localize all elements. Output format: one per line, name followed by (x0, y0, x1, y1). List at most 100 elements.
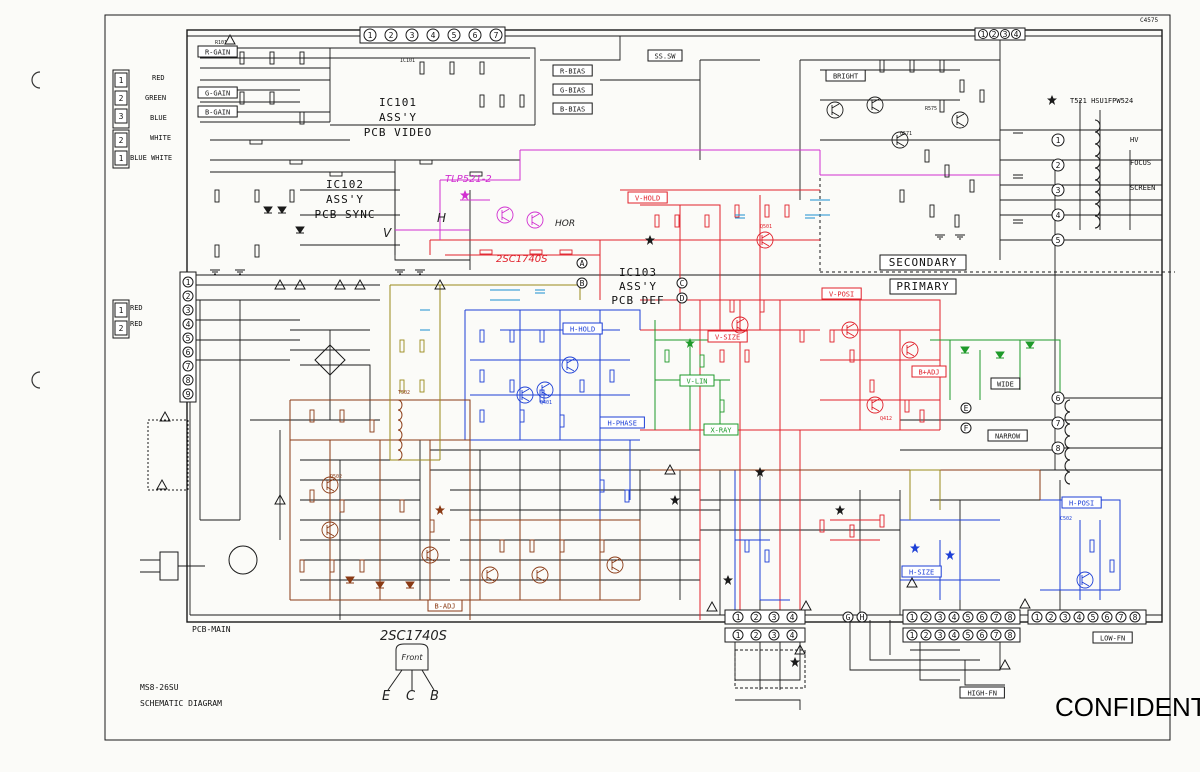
star-mark-icon (945, 550, 955, 560)
diode-icon (263, 206, 273, 214)
diode-icon (277, 206, 287, 214)
boxed-g-gain: G-GAIN (197, 86, 238, 99)
diode-icon (295, 226, 305, 234)
resistor (909, 59, 915, 73)
svg-text:B+ADJ: B+ADJ (918, 369, 939, 377)
resistor (879, 59, 885, 73)
circled-node-F: F (960, 422, 972, 434)
svg-text:2: 2 (119, 136, 124, 145)
resistor (869, 379, 875, 393)
resistor (429, 519, 435, 533)
transistor-icon (516, 386, 534, 404)
resistor (729, 299, 735, 313)
svg-text:H-HOLD: H-HOLD (570, 326, 595, 334)
svg-text:4: 4 (1014, 30, 1019, 39)
resistor (579, 379, 585, 393)
note-tlp: TLP521-2 (445, 174, 492, 185)
svg-text:7: 7 (186, 362, 191, 371)
svg-text:LOW-FN: LOW-FN (1100, 635, 1125, 643)
bottom-c-pin-6: 6 (1101, 611, 1113, 623)
star-mark-icon (670, 495, 680, 505)
bottom-a-pin-2: 2 (750, 611, 762, 623)
bottom-c-pin-8: 8 (1129, 611, 1141, 623)
boxed-h-posi: H-POSI (1061, 496, 1102, 509)
resistor (559, 414, 565, 428)
transistor-icon (826, 101, 844, 119)
resistor (719, 349, 725, 363)
svg-text:2: 2 (924, 613, 929, 622)
capacitor-icon (1013, 129, 1023, 134)
module-video-line1: IC101 (379, 96, 417, 109)
resistor (299, 559, 305, 573)
warning-triangle-icon (274, 493, 286, 505)
transistor-icon (756, 231, 774, 249)
resistor (399, 499, 405, 513)
resistor (849, 349, 855, 363)
transistor-icon (866, 396, 884, 414)
resistor (469, 171, 483, 177)
resistor (339, 409, 345, 423)
svg-text:A: A (580, 259, 585, 268)
part-ref: C502 (1060, 516, 1072, 522)
resistor (979, 89, 985, 103)
diagram-title: SCHEMATIC DIAGRAM (140, 699, 222, 708)
pin-c: C (406, 689, 416, 704)
input-blue: BLUE (150, 114, 167, 122)
transistor-icon (421, 546, 439, 564)
resistor (929, 204, 935, 218)
svg-text:R-BIAS: R-BIAS (560, 68, 585, 76)
hv-labels: HV FOCUS SCREEN T521 HSU1FPW524 C4575 (1070, 17, 1158, 192)
svg-text:4: 4 (952, 613, 957, 622)
bottom-b-pin-4: 4 (948, 611, 960, 623)
resistor (289, 189, 295, 203)
confidential-stamp: CONFIDENTIAL (1055, 692, 1200, 722)
top-pin-2: 2 (384, 28, 398, 42)
transistor-icon (606, 556, 624, 574)
boxed-x-ray: X-RAY (703, 423, 739, 436)
svg-text:B-ADJ: B-ADJ (434, 603, 455, 611)
input-red-2: RED (130, 304, 143, 312)
resistor (609, 369, 615, 383)
svg-text:7: 7 (1119, 613, 1124, 622)
boxed-b-gain: B-GAIN (197, 105, 238, 118)
warning-triangle-icon (156, 478, 168, 490)
right-pin-1: 1 (1051, 133, 1065, 147)
resistor (879, 514, 885, 528)
right-pin-4: 4 (1051, 208, 1065, 222)
svg-text:E: E (964, 404, 969, 413)
resistor (399, 379, 405, 393)
circled-node-D: D (676, 292, 688, 304)
svg-text:5: 5 (452, 31, 457, 40)
resistor (1109, 559, 1115, 573)
resistor (704, 214, 710, 228)
circled-node-B: B (576, 277, 588, 289)
star-mark-icon (755, 467, 765, 477)
bottom-b-pin-6: 6 (976, 611, 988, 623)
boxed-h-hold: H-HOLD (562, 322, 603, 335)
resistor (954, 214, 960, 228)
svg-text:6: 6 (1105, 613, 1110, 622)
svg-text:2: 2 (992, 30, 997, 39)
svg-text:6: 6 (980, 631, 985, 640)
top-pin-4: 4 (426, 28, 440, 42)
left-col-pin-9: 9 (182, 388, 194, 400)
resistor (309, 409, 315, 423)
resistor (899, 189, 905, 203)
right-pin-7: 7 (1051, 416, 1065, 430)
svg-text:H-PHASE: H-PHASE (607, 420, 637, 428)
svg-text:8: 8 (1008, 613, 1013, 622)
resistor (654, 214, 660, 228)
left-col-pin-4: 4 (182, 318, 194, 330)
svg-text:1: 1 (910, 631, 915, 640)
svg-text:6: 6 (1056, 394, 1061, 403)
svg-text:H-POSI: H-POSI (1069, 500, 1094, 508)
part-ref: Q412 (880, 416, 892, 422)
left-def-pin-2: 2 (114, 320, 128, 336)
svg-text:2: 2 (754, 631, 759, 640)
black-wiring (187, 30, 1162, 710)
transistor-icon (526, 211, 544, 229)
warning-triangle-icon (664, 463, 676, 475)
focus-label: FOCUS (1130, 159, 1151, 167)
resistor (959, 79, 965, 93)
